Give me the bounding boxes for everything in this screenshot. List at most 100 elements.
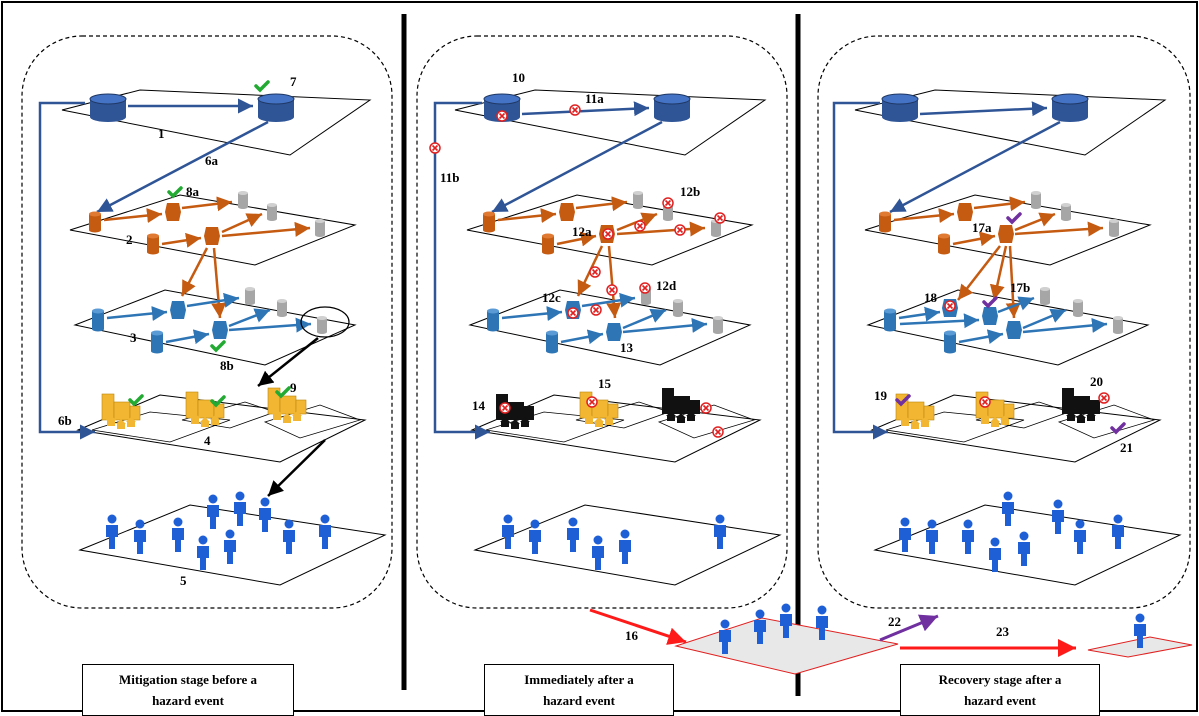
label-1: 1 (158, 126, 165, 141)
caption-immediate-line1: Immediately after a (524, 672, 634, 687)
damaged-community-icon (1062, 388, 1100, 423)
community-icon (579, 391, 619, 428)
fuel-station-icon (542, 233, 554, 255)
caption-recovery: Recovery stage after a hazard event (900, 664, 1100, 716)
consumer-icon (245, 287, 255, 305)
community-icon (267, 387, 307, 424)
label-2: 2 (126, 232, 133, 247)
panel-recovery: 17a 17b 18 19 20 21 (832, 89, 1182, 586)
caption-mitigation: Mitigation stage before a hazard event (82, 664, 294, 716)
water-tank-icon (257, 93, 295, 123)
check-icon (254, 80, 270, 92)
power-plant-icon (884, 308, 896, 332)
mitigation-panel (21, 35, 393, 609)
label-6b: 6b (58, 413, 72, 428)
label-12a: 12a (572, 224, 592, 239)
consumer-icon (317, 316, 327, 334)
label-22: 22 (888, 614, 901, 629)
power-plant-icon (92, 308, 104, 332)
label-12c: 12c (542, 290, 561, 305)
fuel-station-icon (938, 233, 950, 255)
community-icon (185, 391, 225, 428)
label-12d: 12d (656, 278, 677, 293)
consumer-icon (673, 299, 683, 317)
label-7: 7 (290, 74, 297, 89)
caption-mitigation-line1: Mitigation stage before a (118, 672, 258, 687)
label-13: 13 (620, 340, 634, 355)
check-icon (128, 394, 144, 406)
damage-icon (662, 197, 674, 209)
label-10: 10 (512, 70, 525, 85)
damage-icon (979, 396, 991, 408)
damage-icon (712, 426, 724, 438)
consumer-icon (277, 299, 287, 317)
water-tank-icon (89, 93, 127, 123)
label-3: 3 (130, 330, 137, 345)
consumer-icon (315, 219, 325, 237)
fuel-hub-icon (957, 203, 973, 221)
damage-icon (944, 300, 956, 312)
damage-icon (586, 396, 598, 408)
consumer-icon (267, 203, 277, 221)
label-17b: 17b (1010, 280, 1030, 295)
consumer-icon (238, 191, 248, 209)
substation-icon (212, 321, 228, 339)
label-8a: 8a (186, 184, 200, 199)
consumer-icon (1040, 287, 1050, 305)
substation-icon (606, 323, 622, 341)
immediate-panel (416, 35, 788, 609)
damage-icon (567, 307, 579, 319)
consumer-icon (1113, 316, 1123, 334)
label-9: 9 (290, 380, 297, 395)
substation-icon (1006, 321, 1022, 339)
damage-icon (589, 266, 601, 278)
caption-recovery-line2: hazard event (964, 693, 1036, 708)
damage-icon (639, 282, 651, 294)
fuel-station-icon (483, 211, 495, 233)
damage-icon (496, 110, 508, 122)
panel-immediate: 10 11a 11b 12a 12b 12c 12d 13 14 15 (429, 70, 782, 586)
label-18: 18 (924, 290, 938, 305)
label-11a: 11a (585, 91, 604, 106)
caption-immediate: Immediately after a hazard event (484, 664, 674, 716)
consumer-icon (1073, 299, 1083, 317)
damage-icon (602, 228, 614, 240)
water-tank-icon (653, 93, 691, 123)
power-plant-icon (546, 330, 558, 354)
caption-immediate-line2: hazard event (543, 693, 615, 708)
label-4: 4 (204, 433, 211, 448)
panel-mitigation: 1 2 3 4 5 6a 6b 7 8a 8b 9 (38, 74, 387, 588)
power-plant-icon (151, 330, 163, 354)
fuel-hub-icon (204, 227, 220, 245)
label-11b: 11b (440, 170, 460, 185)
water-tank-icon (1051, 93, 1089, 123)
label-5: 5 (180, 573, 187, 588)
community-icon (895, 393, 935, 430)
damage-icon (634, 220, 646, 232)
damage-icon (674, 224, 686, 236)
community-icon (975, 391, 1015, 428)
damaged-community-icon (662, 388, 700, 423)
damage-icon (700, 402, 712, 414)
damage-icon (1098, 392, 1110, 404)
damage-icon (499, 402, 511, 414)
displaced-area-plane (674, 617, 899, 675)
label-21: 21 (1120, 440, 1133, 455)
substation-icon (170, 301, 186, 319)
label-12b: 12b (680, 184, 700, 199)
label-6a: 6a (205, 153, 219, 168)
consumer-icon (1061, 203, 1071, 221)
label-20: 20 (1090, 374, 1103, 389)
damage-icon (606, 284, 618, 296)
power-plant-icon (487, 308, 499, 332)
fuel-station-icon (89, 211, 101, 233)
fuel-hub-icon (998, 225, 1014, 243)
consumer-icon (1031, 191, 1041, 209)
label-19: 19 (874, 388, 888, 403)
damage-icon (590, 304, 602, 316)
consumer-icon (1109, 219, 1119, 237)
substation-icon (982, 307, 998, 325)
label-15: 15 (598, 376, 612, 391)
fuel-hub-icon (559, 203, 575, 221)
damage-icon (569, 104, 581, 116)
